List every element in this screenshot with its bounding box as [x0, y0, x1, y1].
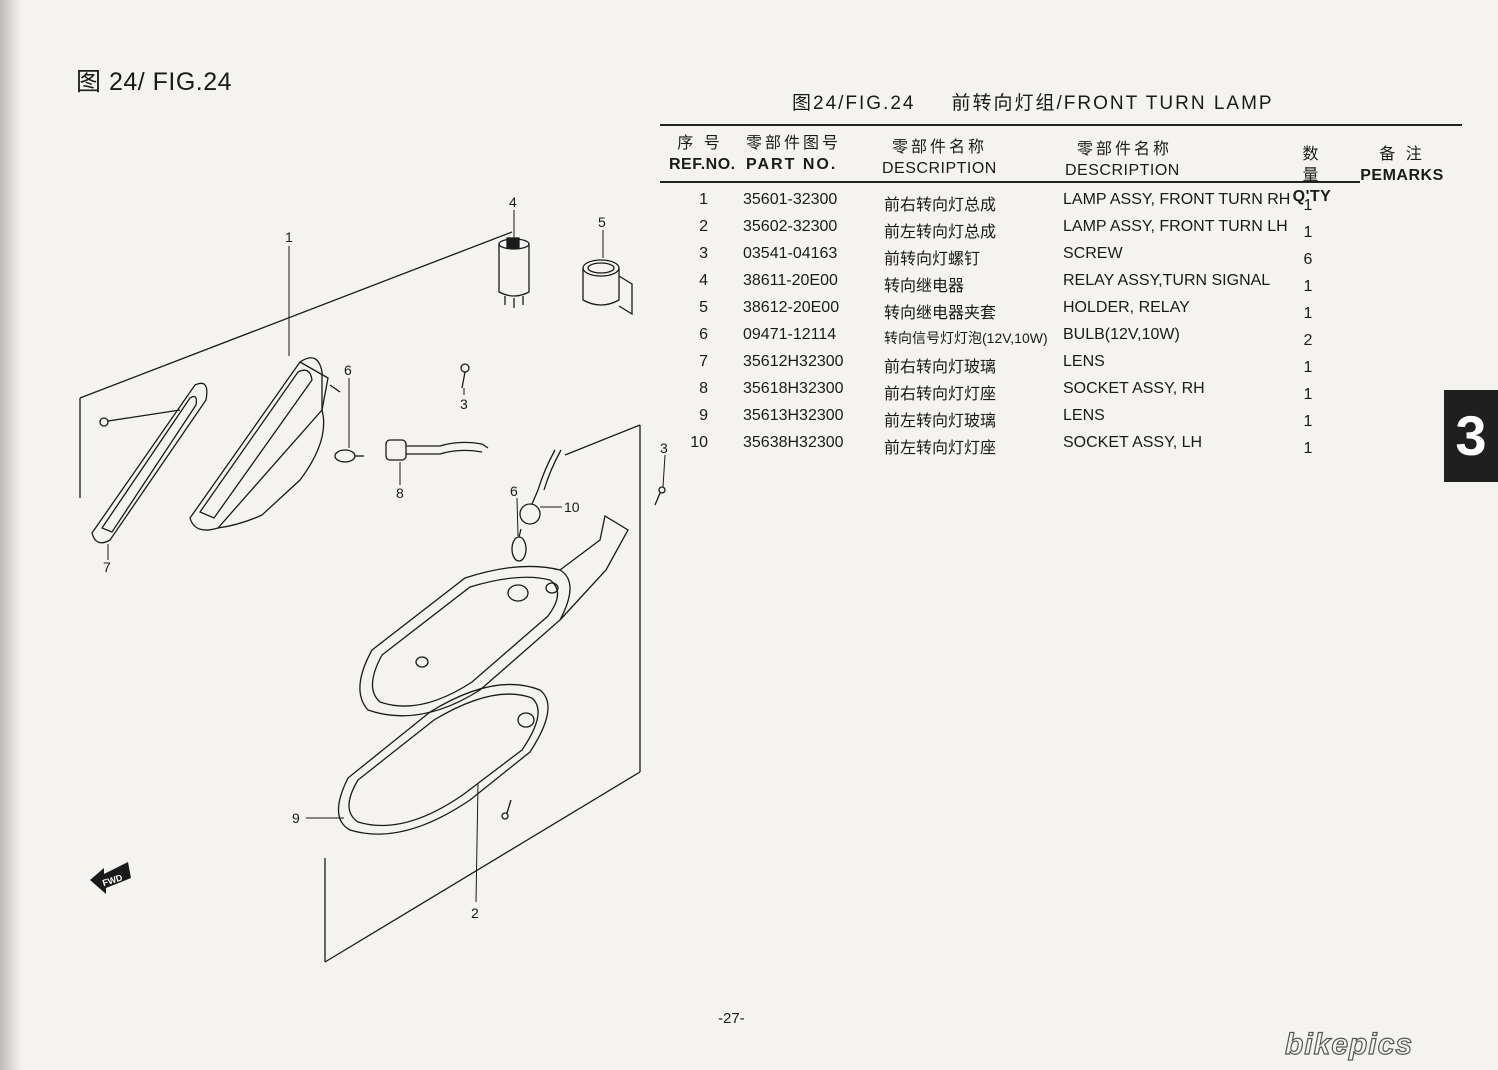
screw-part: [460, 363, 470, 389]
watermark-logo: bikepics: [1284, 1027, 1414, 1061]
section-tab: 3: [1444, 390, 1498, 482]
table-row: 4 38611-20E00 转向继电器 RELAY ASSY,TURN SIGN…: [699, 272, 1313, 295]
callout-number: 9: [292, 810, 300, 826]
screw-part: [654, 486, 666, 506]
callout-number: 10: [564, 499, 580, 515]
callout-number: 2: [471, 905, 479, 921]
callout-number: 6: [510, 483, 518, 499]
frame-line: [79, 231, 513, 399]
table-row: 1 35601-32300 前右转向灯总成 LAMP ASSY, FRONT T…: [699, 191, 1313, 214]
table-row: 2 35602-32300 前左转向灯总成 LAMP ASSY, FRONT T…: [699, 218, 1313, 241]
rh-socket-part: [385, 439, 489, 461]
callout-number: 1: [285, 229, 293, 245]
table-row: 5 38612-20E00 转向继电器夹套 HOLDER, RELAY 1: [699, 299, 1313, 322]
exploded-parts-diagram: FWD 1 2 3 3 4 5 6 6 7 8 9 10: [79, 194, 668, 963]
header-qty: 数 量 Q'TY: [1292, 146, 1332, 205]
callout-number: 3: [460, 396, 468, 412]
header-remarks: 备 注 PEMARKS: [1360, 146, 1444, 184]
screw-part: [501, 799, 512, 820]
table-row: 6 09471-12114 转向信号灯灯泡(12V,10W) BULB(12V,…: [699, 326, 1313, 349]
forward-arrow-icon: FWD: [90, 862, 131, 894]
page-number: -27-: [718, 1010, 745, 1027]
table-title: 图24/FIG.24 前转向灯组/FRONT TURN LAMP: [792, 88, 1274, 115]
rh-housing-part: [189, 357, 341, 531]
table-title-fig: 图24/FIG.24: [792, 93, 916, 114]
table-header-rule: [660, 181, 1360, 183]
table-top-rule: [660, 124, 1462, 126]
callout-number: 8: [396, 485, 404, 501]
frame-line: [564, 424, 641, 456]
callout-number: 4: [509, 194, 517, 210]
header-part-no: 零部件图号 PART NO.: [746, 135, 842, 173]
callout-number: 3: [660, 440, 668, 456]
callout-number: 5: [598, 214, 606, 230]
header-ref: 序 号 REF.NO.: [669, 135, 736, 173]
table-row: 10 35638H32300 前左转向灯灯座 SOCKET ASSY, LH 1: [690, 434, 1313, 457]
screw-part: [99, 409, 181, 427]
lh-lens-part: [337, 683, 549, 835]
frame-line: [324, 771, 641, 963]
table-row: 8 35618H32300 前右转向灯灯座 SOCKET ASSY, RH 1: [699, 380, 1313, 403]
rh-lens-part: [91, 382, 208, 544]
header-desc-cn: 零部件名称 DESCRIPTION: [882, 139, 997, 177]
relay-holder-part: [582, 259, 633, 316]
leader-lines: [107, 210, 666, 903]
header-desc-en: 零部件名称 DESCRIPTION: [1065, 141, 1180, 179]
table-row: 3 03541-04163 前转向灯螺钉 SCREW 6: [699, 245, 1313, 268]
relay-part: [498, 237, 530, 308]
lh-housing-part: [359, 514, 629, 717]
page-gutter-shadow: [0, 0, 22, 1070]
table-title-name: 前转向灯组/FRONT TURN LAMP: [951, 93, 1274, 114]
table-row: 9 35613H32300 前左转向灯玻璃 LENS 1: [699, 407, 1313, 430]
callout-number: 7: [103, 559, 111, 575]
table-row: 7 35612H32300 前右转向灯玻璃 LENS 1: [699, 353, 1313, 376]
bulb-part: [511, 528, 527, 562]
callout-number: 6: [344, 362, 352, 378]
lh-socket-part: [519, 449, 562, 525]
figure-label: 图 24/ FIG.24: [76, 68, 233, 96]
bulb-part: [334, 449, 364, 463]
